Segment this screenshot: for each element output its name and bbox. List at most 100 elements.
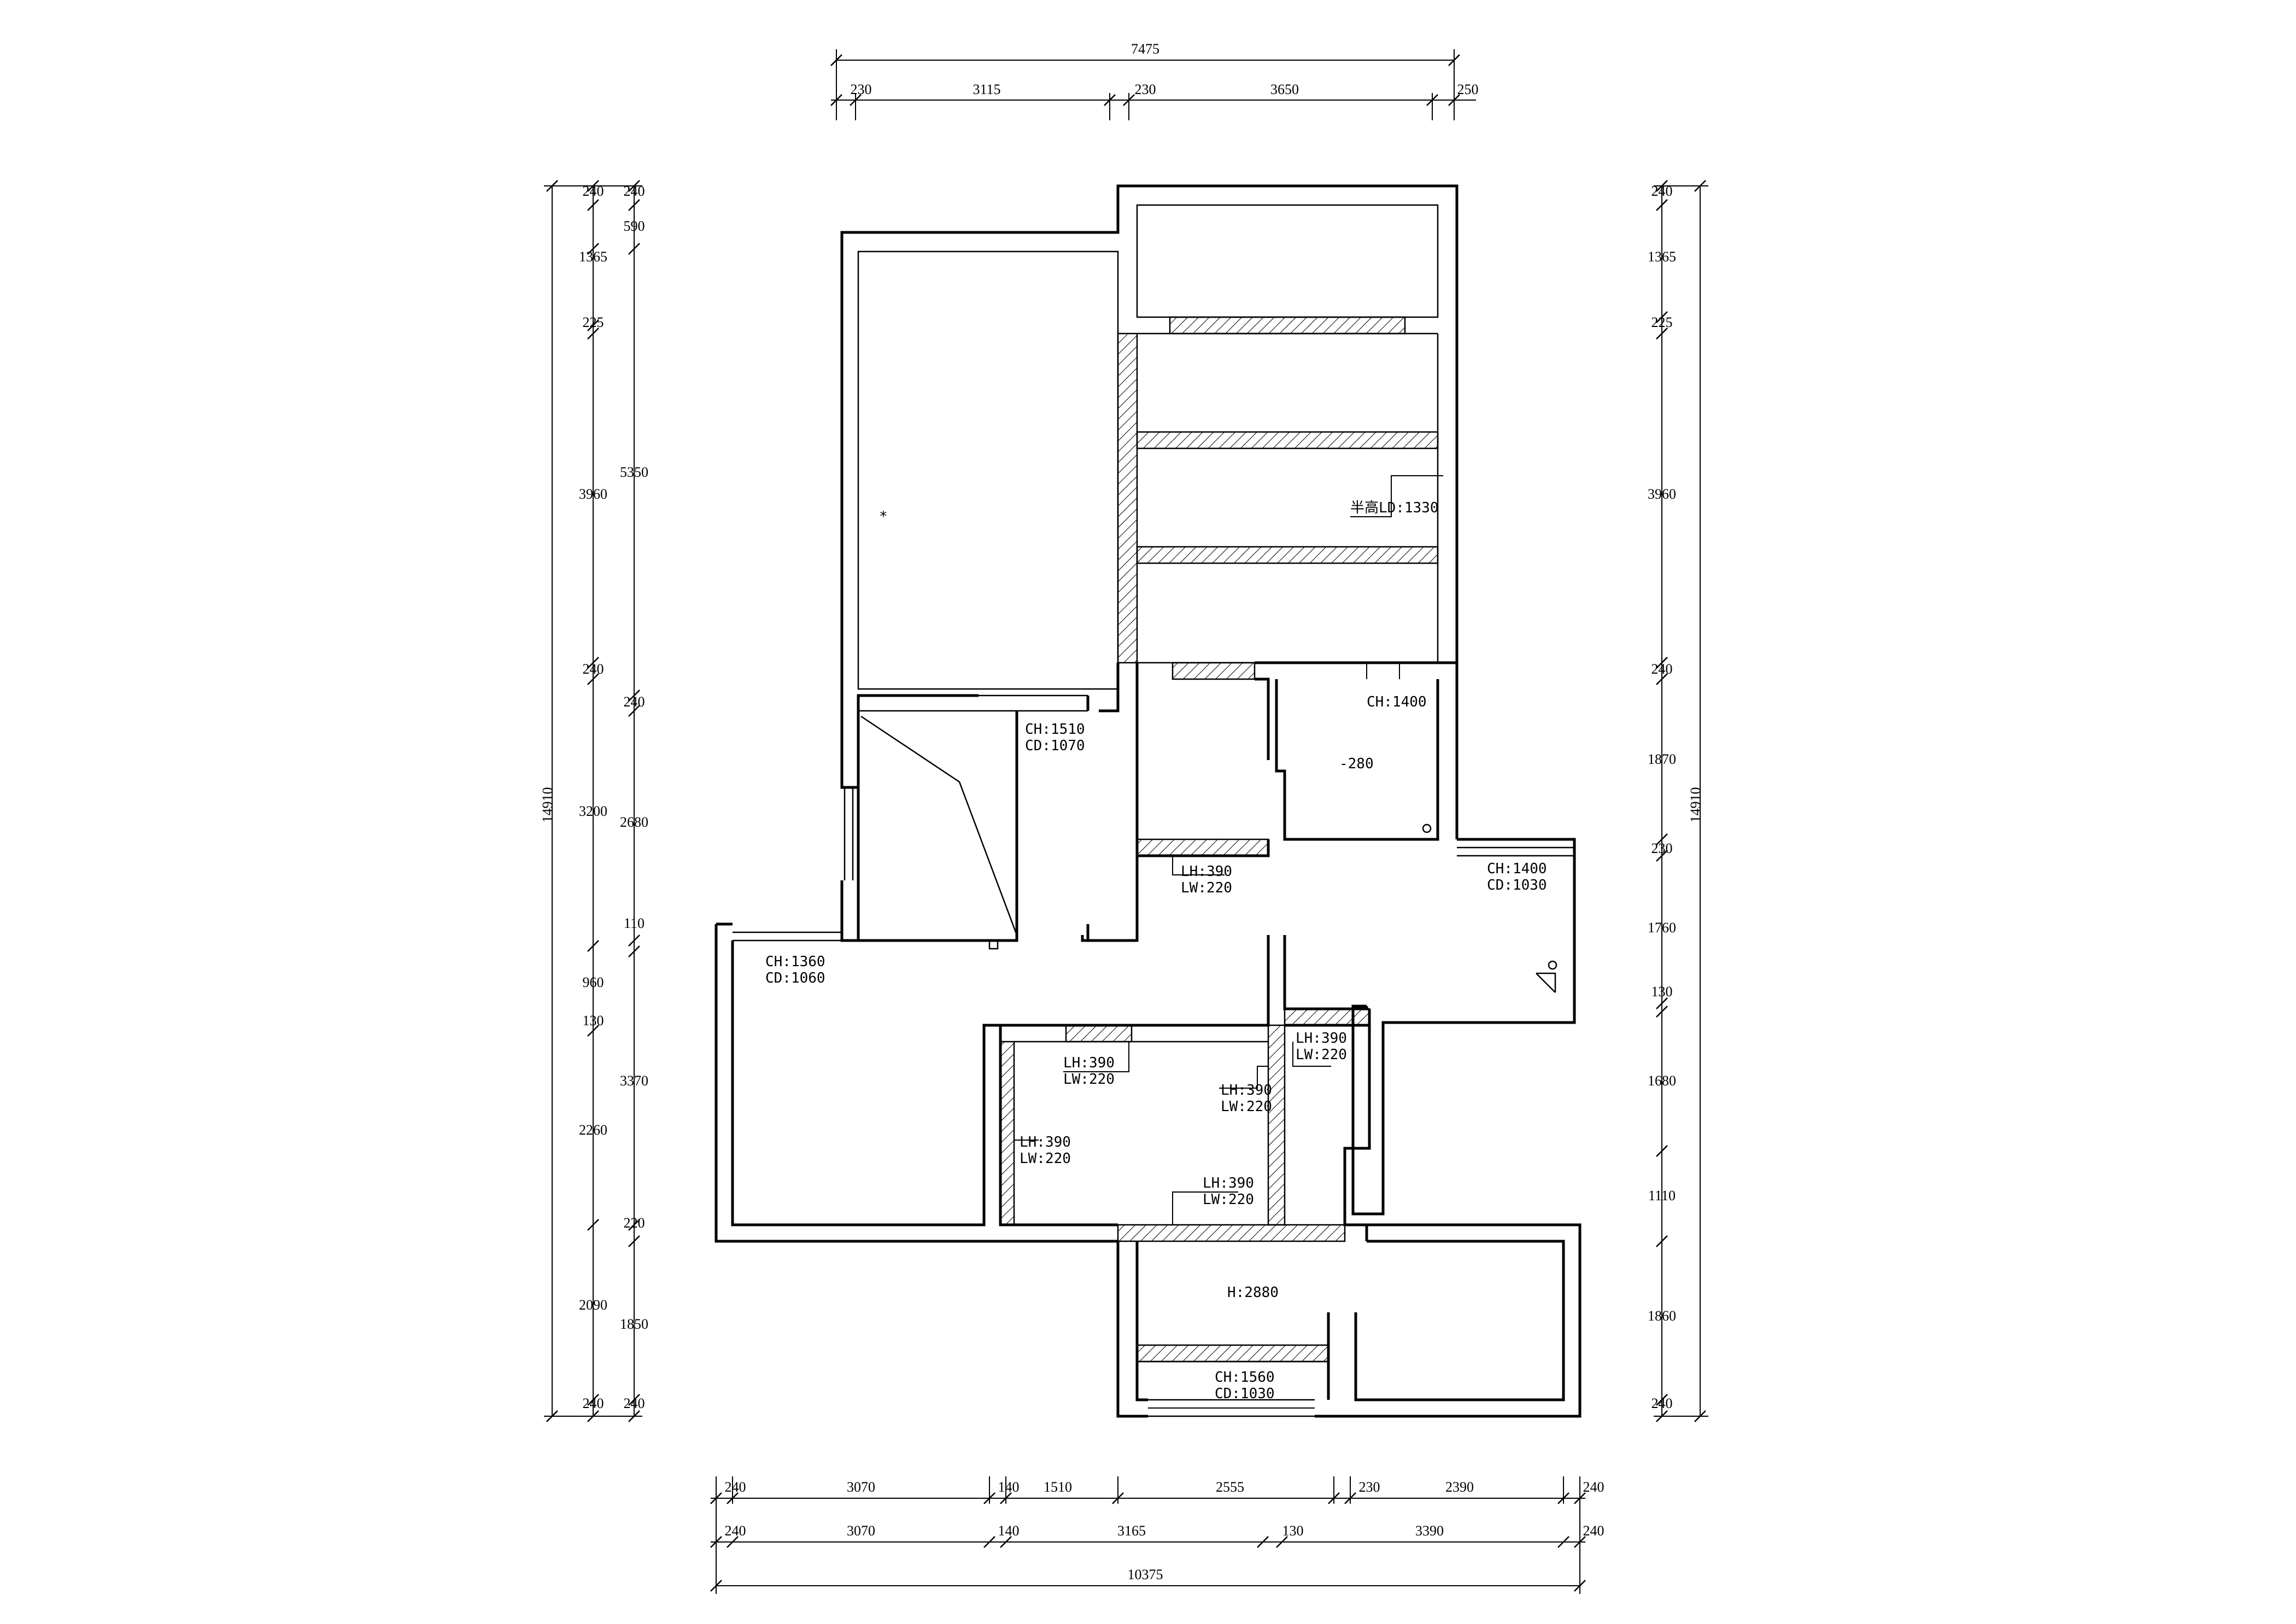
star-marker: *: [879, 509, 888, 525]
left-col1-tick: [587, 199, 599, 211]
top-seg-dim: 230: [851, 81, 872, 97]
right-col-dim: 240: [1651, 1395, 1673, 1411]
lh-d-label: LH:390: [1221, 1082, 1272, 1099]
lw-b-label: LW:220: [1063, 1071, 1115, 1088]
right-col-tick: [1656, 328, 1668, 340]
bottom-row1-dim: 140: [998, 1479, 1020, 1495]
cd-1030a-label: CD:1030: [1487, 877, 1547, 893]
left-col1-tick: [587, 1394, 599, 1406]
left-col1-dim: 2260: [579, 1122, 607, 1138]
right-col-tick: [1656, 1145, 1668, 1157]
right-col-tick: [1656, 311, 1668, 323]
left-col1-tick: [587, 180, 599, 192]
right-col-tick: [1656, 997, 1668, 1009]
left-col1-dim: 3200: [579, 803, 607, 819]
right-col-tick: [1656, 833, 1668, 845]
right-col-dim: 130: [1651, 984, 1673, 1000]
right-col-tick: [1656, 180, 1668, 192]
right-col-dim: 1870: [1648, 751, 1676, 767]
left-col1-tick: [587, 1025, 599, 1037]
left-col1-tick: [587, 243, 599, 255]
left-col2-tick: [628, 690, 640, 702]
left-col2-dim: 1850: [620, 1316, 648, 1332]
left-col1-dim: 240: [583, 183, 604, 199]
bottom-dimensions: [710, 1476, 1586, 1594]
left-col2-dim: 2680: [620, 814, 648, 830]
right-col-dim: 1680: [1648, 1073, 1676, 1089]
right-total-dim: 14910: [1688, 787, 1703, 823]
ch-1560-label: CH:1560: [1215, 1369, 1275, 1386]
right-col-dim: 1860: [1648, 1308, 1676, 1324]
right-col-dim: 1365: [1648, 249, 1676, 265]
left-col2-tick: [628, 180, 640, 192]
top-seg-dim: 3115: [973, 81, 1000, 97]
left-col2-dim: 220: [624, 1215, 645, 1231]
top-total-dim: 7475: [1131, 41, 1159, 57]
bottom-row2-tick: [727, 1536, 739, 1548]
left-col1-tick: [587, 328, 599, 340]
lh-c-label: LH:390: [1296, 1030, 1347, 1047]
left-col2-dim: 590: [624, 218, 645, 234]
right-col-dim: 240: [1651, 661, 1673, 677]
left-col1-tick: [587, 673, 599, 685]
bottom-row1-dim: 240: [1583, 1479, 1604, 1495]
left-col1-tick: [587, 319, 599, 331]
lw-f-label: LW:220: [1203, 1191, 1254, 1208]
bottom-row2-dim: 130: [1282, 1523, 1304, 1539]
bottom-row2-dim: 140: [998, 1523, 1020, 1539]
lw-c-label: LW:220: [1296, 1047, 1347, 1063]
bottom-row2-tick: [1557, 1536, 1569, 1548]
left-col2-dim: 240: [624, 1395, 645, 1411]
bottom-row2-dim: 3390: [1415, 1523, 1444, 1539]
bottom-row2-tick: [1000, 1536, 1012, 1548]
top-seg-dim: 230: [1135, 81, 1156, 97]
left-col1-tick: [587, 1219, 599, 1231]
left-col2-dim: 5350: [620, 464, 648, 480]
bottom-row2-tick: [710, 1536, 722, 1548]
left-col1-dim: 240: [583, 661, 604, 677]
bottom-row2-dim: 3070: [847, 1523, 875, 1539]
top-dimensions: [830, 49, 1476, 120]
right-col-tick: [1656, 673, 1668, 685]
walls: [714, 184, 1582, 1418]
left-col2-dim: 240: [624, 183, 645, 199]
left-col1-dim: 1365: [579, 249, 607, 265]
left-col2-tick: [628, 199, 640, 211]
top-seg-dim: 250: [1457, 81, 1479, 97]
bottom-row2-dim: 240: [725, 1523, 746, 1539]
minus-280-label: -280: [1339, 756, 1374, 772]
bottom-row2-dim: 3165: [1117, 1523, 1146, 1539]
cd-1030b-label: CD:1030: [1215, 1386, 1275, 1402]
right-col-dim: 1760: [1648, 920, 1676, 936]
bottom-row2-tick: [1276, 1536, 1288, 1548]
ch-1510-label: CH:1510: [1025, 721, 1085, 738]
h-2880-label: H:2880: [1227, 1284, 1279, 1301]
bottom-row2-tick: [1574, 1536, 1586, 1548]
top-seg-dim: 3650: [1270, 81, 1299, 97]
bottom-row1-dim: 2555: [1216, 1479, 1244, 1495]
right-col-dim: 240: [1651, 183, 1673, 199]
left-col1-dim: 240: [583, 1395, 604, 1411]
left-col2-tick: [628, 1394, 640, 1406]
left-col1-dim: 225: [583, 314, 604, 330]
ch-1400a-label: CH:1400: [1367, 694, 1427, 710]
bottom-total-dim: 10375: [1128, 1567, 1163, 1582]
bottom-row2-tick: [983, 1536, 995, 1548]
right-col-tick: [1656, 1394, 1668, 1406]
left-col1-dim: 3960: [579, 486, 607, 502]
ch-1360-label: CH:1360: [765, 954, 825, 970]
left-col2-tick: [628, 945, 640, 957]
right-col-tick: [1656, 1235, 1668, 1247]
lh-a-label: LH:390: [1181, 863, 1232, 880]
bottom-row1-dim: 2390: [1445, 1479, 1474, 1495]
annotations: 半高LD:1330 CH:1510 CD:1070 CH:1400 -280 L…: [765, 475, 1547, 1402]
right-col-dim: 230: [1651, 840, 1673, 856]
bottom-row1-dim: 3070: [847, 1479, 875, 1495]
lw-d-label: LW:220: [1221, 1099, 1272, 1115]
right-col-dim: 3960: [1648, 486, 1676, 502]
right-col-tick: [1656, 1006, 1668, 1018]
left-col1-dim: 2090: [579, 1297, 607, 1313]
cd-1060-label: CD:1060: [765, 970, 825, 986]
